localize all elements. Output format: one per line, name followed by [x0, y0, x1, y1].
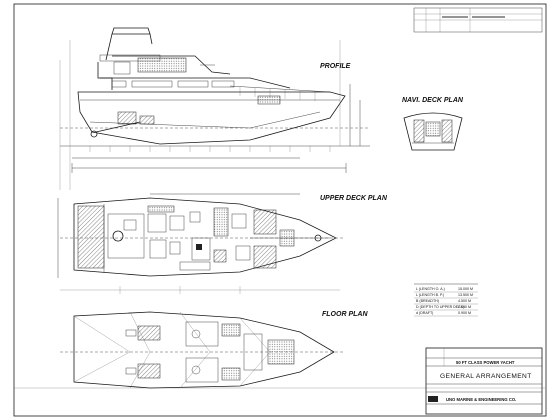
dim-row-key: D (DEPTH TO UPPER DECK): [416, 305, 464, 309]
revision-block: [413, 7, 543, 33]
dim-row-key: L (LENGTH O. A.): [416, 287, 445, 291]
dim-row-value: 15.000 M: [458, 287, 473, 291]
dim-row-value: 0.900 M: [458, 311, 471, 315]
dim-row-key: L (LENGTH B. P.): [416, 293, 444, 297]
dim-row-value: 13.500 M: [458, 293, 473, 297]
company-name: UNO MARINE & ENGINEERING CO.: [446, 397, 516, 402]
profile-label: PROFILE: [320, 63, 351, 70]
principal-dimensions-table: L (LENGTH O. A.) 15.000 M L (LENGTH B. P…: [414, 283, 478, 317]
sheet-border: [13, 3, 547, 417]
upper-deck-plan-view: UPPER DECK PLAN: [57, 193, 388, 294]
profile-view: PROFILE: [59, 27, 370, 190]
floor-plan-label: FLOOR PLAN: [322, 311, 368, 318]
dim-row-value: 4.500 M: [458, 299, 471, 303]
drawing-title: GENERAL ARRANGEMENT: [440, 373, 532, 380]
dim-row-key: d (DRAFT): [416, 311, 433, 315]
project-title: 50 FT CLASS POWER YACHT: [456, 360, 515, 365]
dim-row-key: B (BREADTH): [416, 299, 439, 303]
navi-deck-plan-label: NAVI. DECK PLAN: [402, 97, 464, 104]
dim-row-value: 2.100 M: [458, 305, 471, 309]
floor-plan-view: FLOOR PLAN: [60, 311, 368, 389]
navi-deck-plan-view: NAVI. DECK PLAN: [402, 97, 464, 151]
upper-deck-plan-label: UPPER DECK PLAN: [320, 195, 388, 202]
title-block: 50 FT CLASS POWER YACHT GENERAL ARRANGEM…: [425, 347, 543, 415]
